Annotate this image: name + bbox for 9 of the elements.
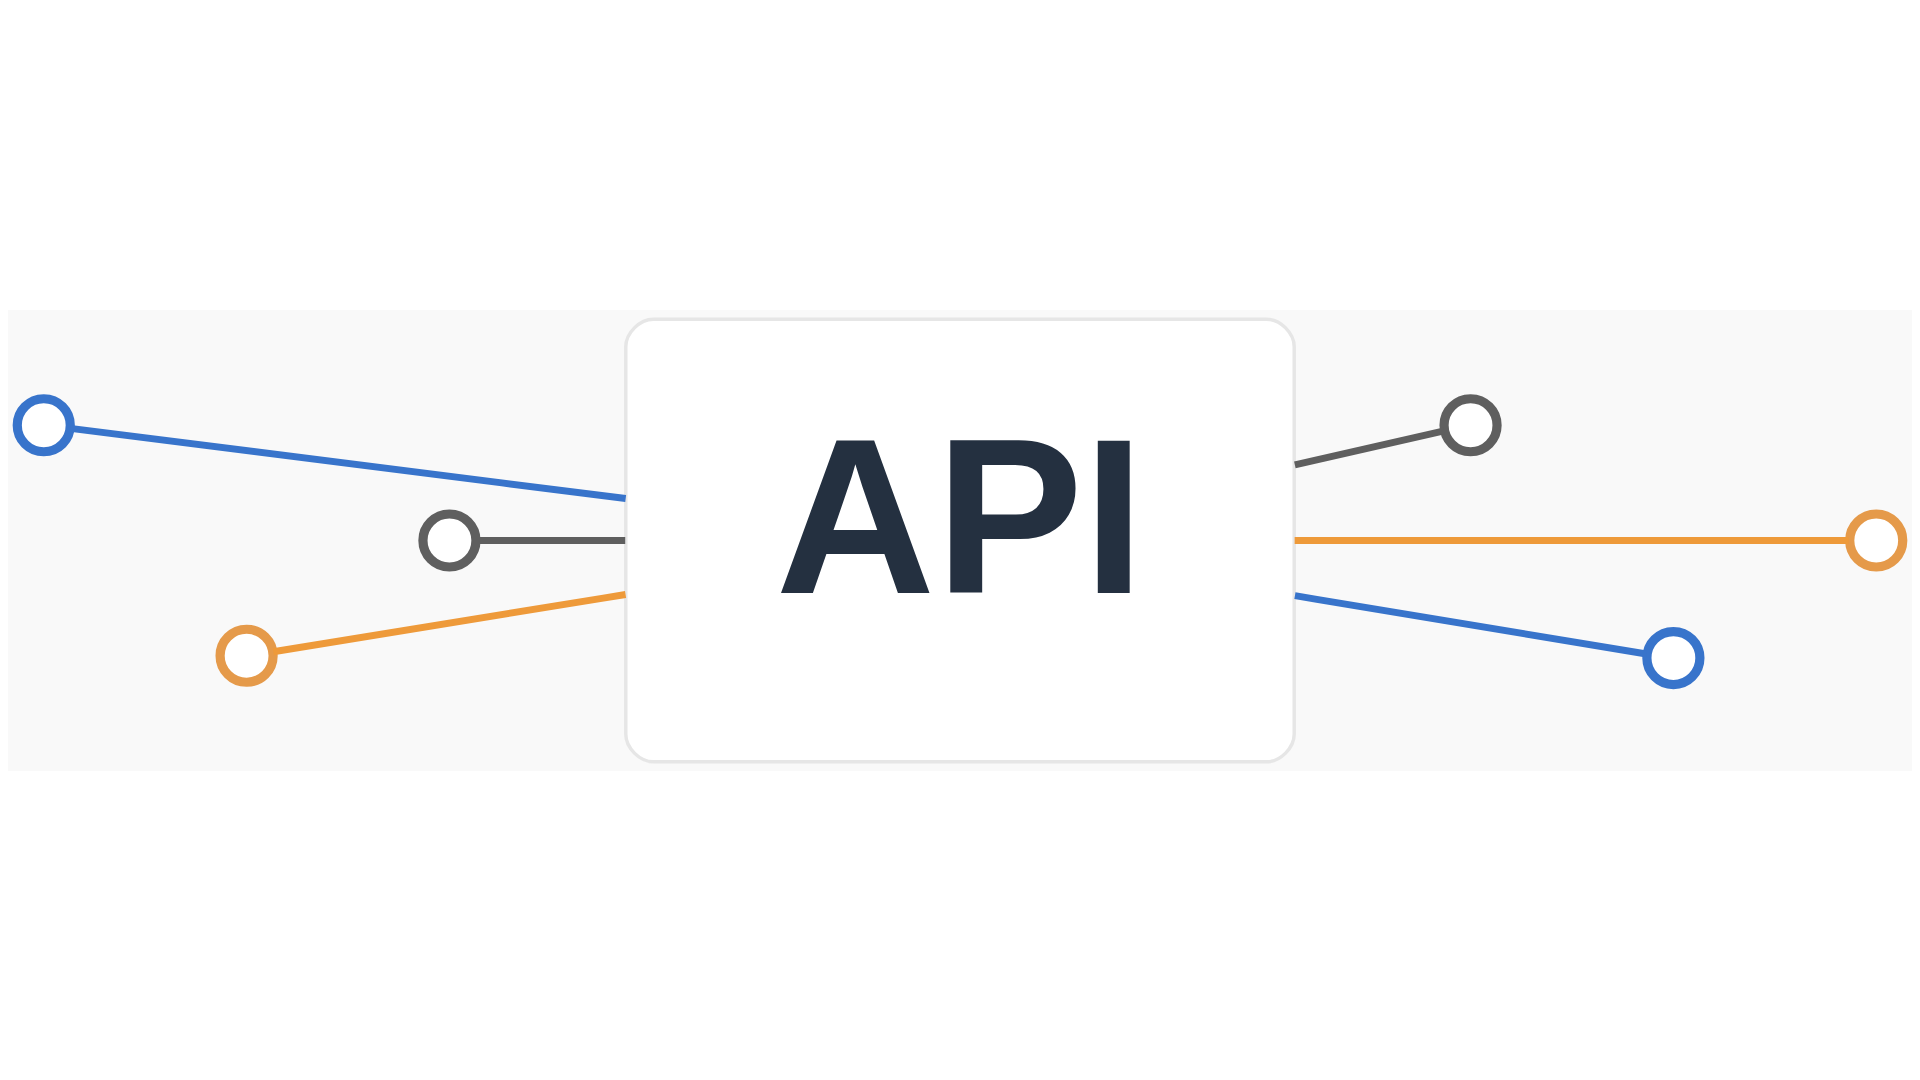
node-circle xyxy=(1439,393,1502,456)
node-circle xyxy=(1845,508,1908,572)
node-circle xyxy=(418,508,481,572)
node-circle xyxy=(1642,626,1705,689)
node-box: API xyxy=(624,317,1296,763)
node-circle xyxy=(215,624,278,687)
node-circle xyxy=(12,393,75,456)
connector xyxy=(1294,536,1849,544)
connector xyxy=(272,590,627,655)
